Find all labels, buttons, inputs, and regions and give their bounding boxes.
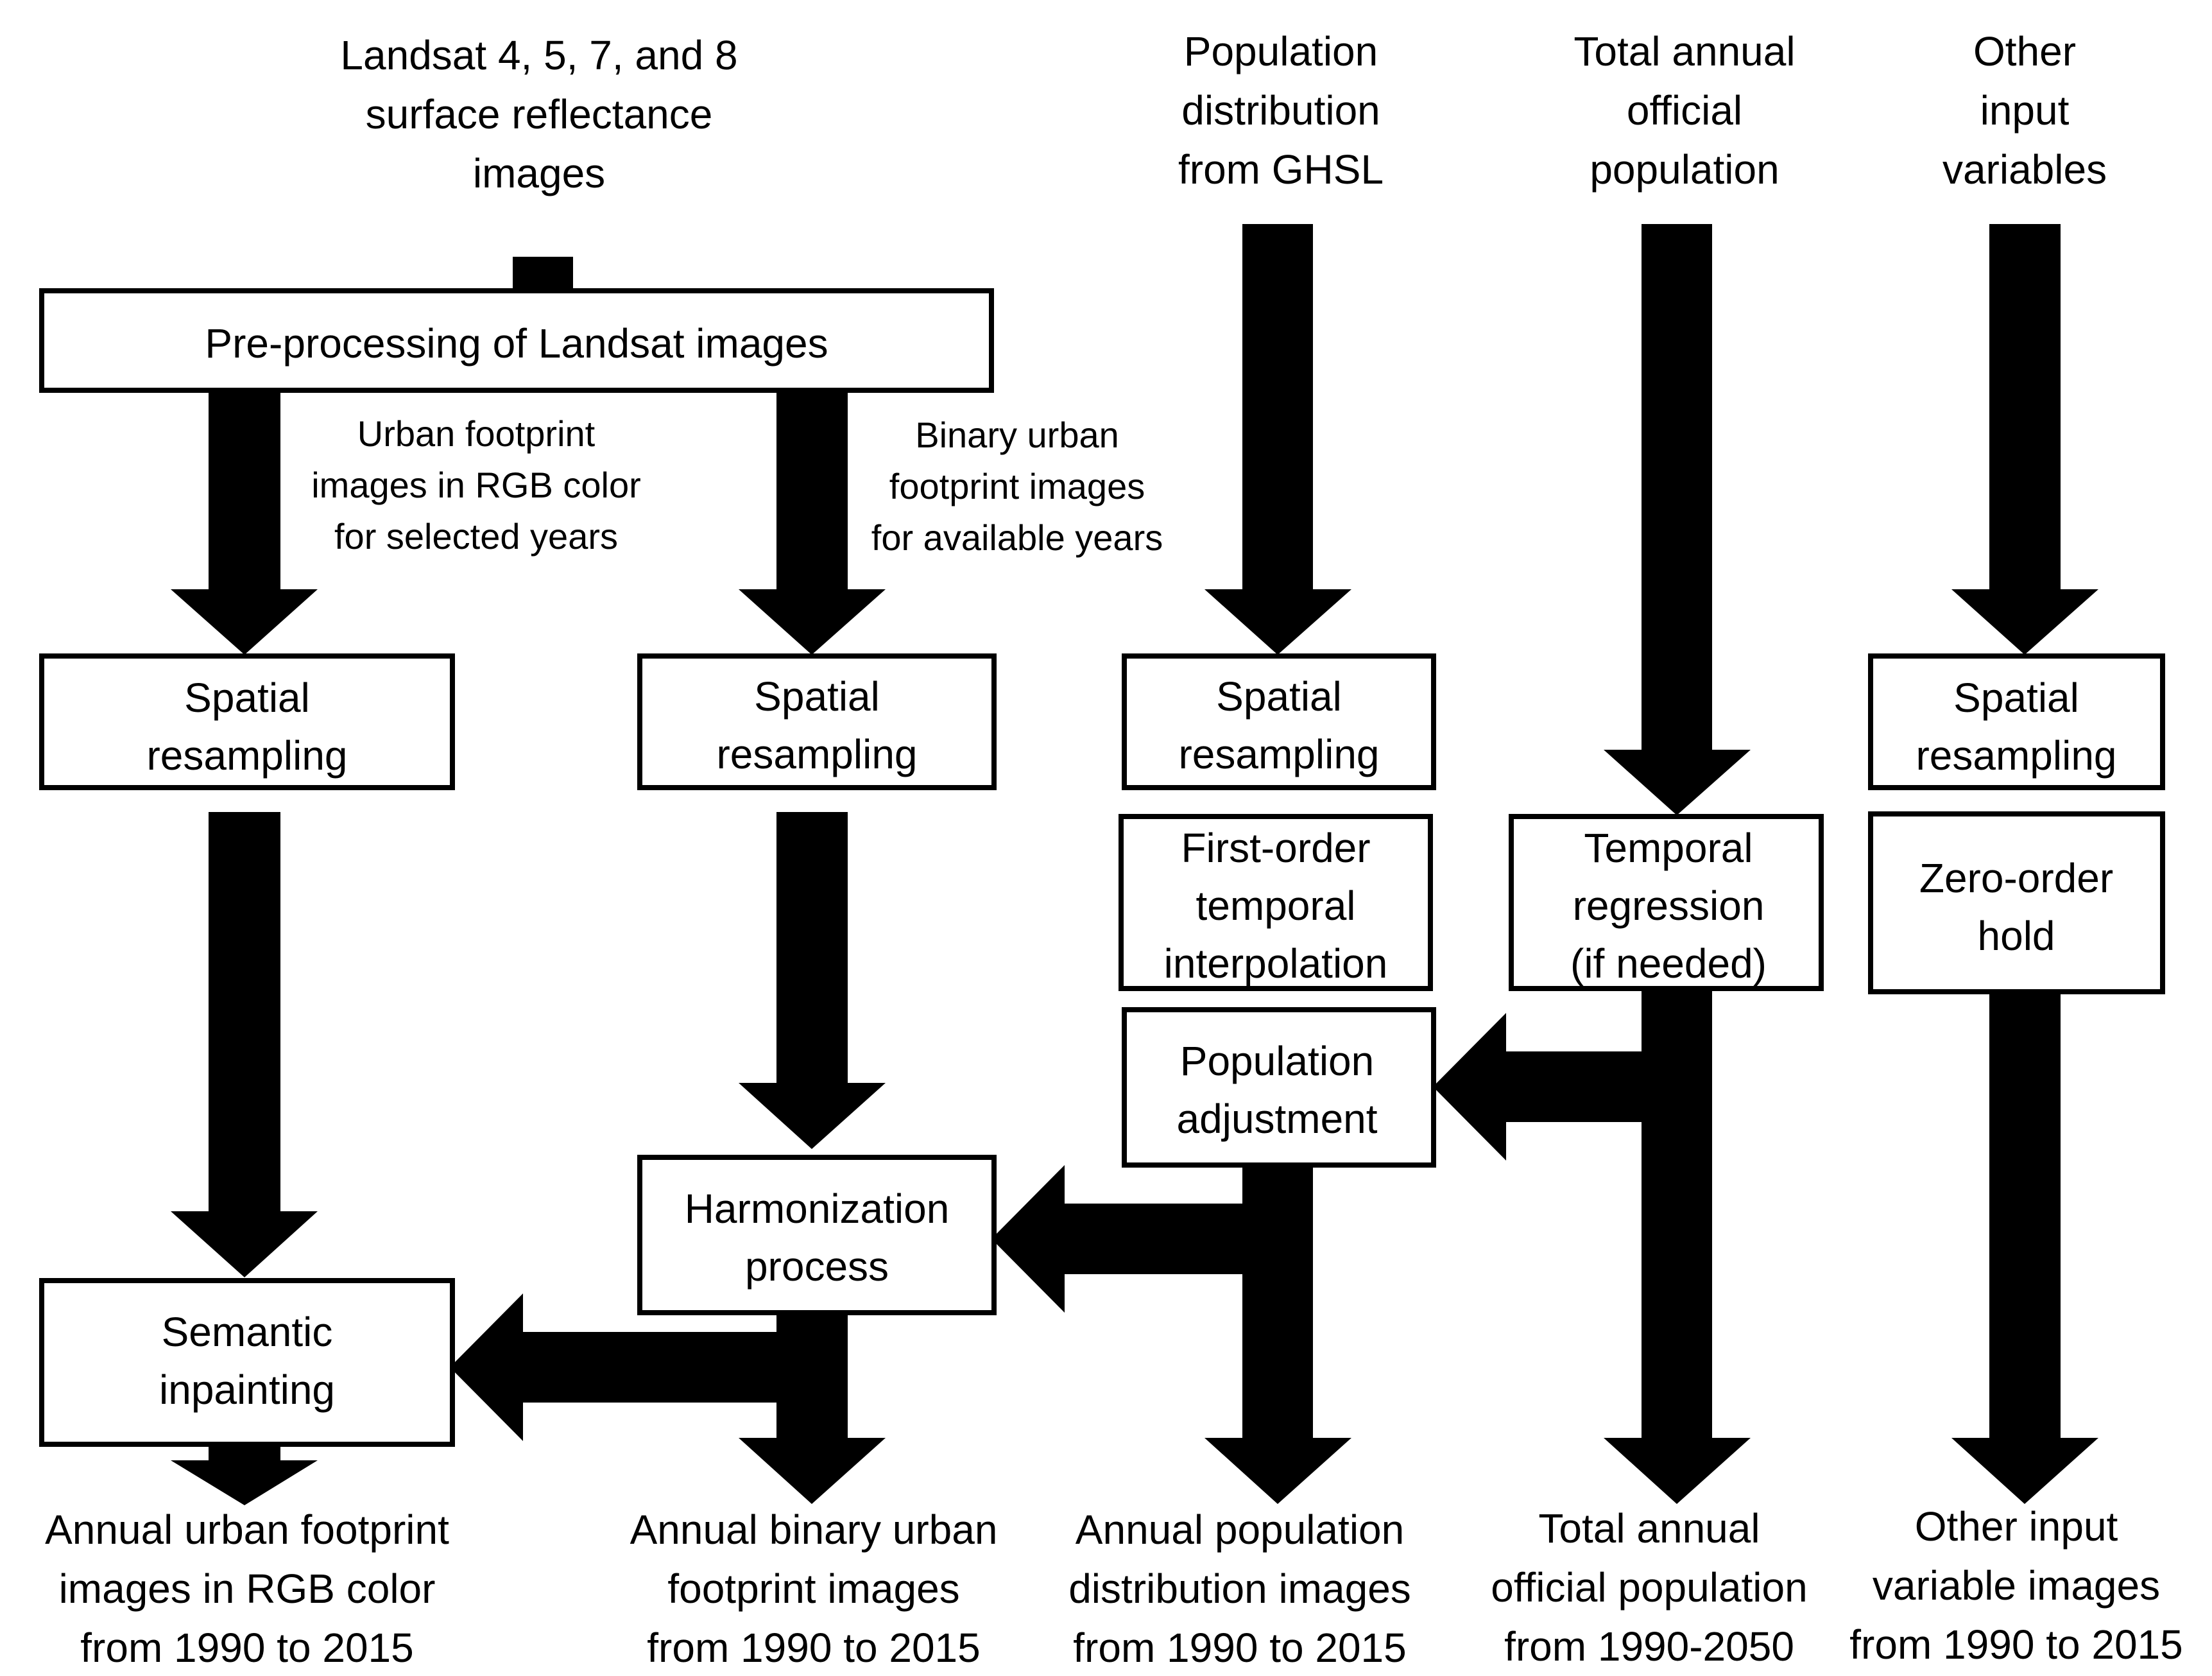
input-landsat: Landsat 4, 5, 7, and 8 surface reflectan…: [340, 32, 737, 196]
boxes: [39, 288, 2165, 1447]
arrow-preprocessing-to-resample-binary: [739, 388, 886, 655]
input-landsat-line-1: Landsat 4, 5, 7, and 8: [340, 32, 737, 78]
preprocessing-label: Pre-processing of Landsat images: [205, 320, 828, 367]
first-order-line-3: interpolation: [1164, 940, 1388, 987]
output-rgb-line-3: from 1990 to 2015: [80, 1625, 413, 1671]
input-other-variables: Other input variables: [1942, 28, 2107, 193]
arrow-temporal-regression-to-pop-adjustment: [1433, 1013, 1642, 1161]
semantic-line-2: inpainting: [159, 1367, 335, 1413]
label-rgb-line-2: images in RGB color: [311, 465, 641, 505]
arrow-other-to-resample-other: [1951, 224, 2098, 655]
arrow-resample-rgb-to-semantic: [171, 812, 318, 1277]
temporal-regression-line-1: Temporal: [1584, 825, 1753, 871]
arrow-zero-order-to-output-other: [1951, 992, 2098, 1504]
output-other-line-2: variable images: [1873, 1562, 2160, 1609]
input-official-line-1: Total annual: [1573, 28, 1795, 74]
arrow-official-to-temporal-regression: [1604, 224, 1751, 815]
harmonization-line-2: process: [745, 1243, 889, 1290]
first-order-line-2: temporal: [1196, 883, 1356, 929]
first-order-line-1: First-order: [1181, 825, 1370, 871]
arrows: [171, 224, 2098, 1505]
temporal-regression-box: [1509, 814, 1824, 991]
input-landsat-line-3: images: [473, 150, 605, 196]
output-binary-line-3: from 1990 to 2015: [647, 1625, 980, 1671]
output-binary: Annual binary urban footprint images fro…: [630, 1507, 998, 1671]
temporal-regression-line-2: regression: [1573, 883, 1765, 929]
temporal-regression-line-3: (if needed): [1570, 940, 1767, 987]
arrow-harmonization-to-semantic: [450, 1293, 848, 1441]
output-official-line-2: official population: [1491, 1564, 1807, 1611]
harmonization-box: [637, 1155, 997, 1315]
resample-binary-line-2: resampling: [716, 731, 917, 777]
input-ghsl-line-3: from GHSL: [1178, 146, 1384, 193]
arrow-pop-adjustment-to-harmonization: [991, 1165, 1277, 1313]
output-official-line-3: from 1990-2050: [1504, 1623, 1794, 1670]
output-other: Other input variable images from 1990 to…: [1849, 1503, 2182, 1668]
resample-rgb-line-2: resampling: [146, 732, 347, 779]
output-other-line-3: from 1990 to 2015: [1849, 1621, 2182, 1668]
output-pop-line-2: distribution images: [1068, 1566, 1411, 1612]
resample-other-line-2: resampling: [1916, 732, 2116, 779]
pop-adjustment-line-2: adjustment: [1176, 1096, 1377, 1142]
output-binary-line-2: footprint images: [667, 1566, 959, 1612]
input-official-line-3: population: [1590, 146, 1779, 193]
resample-pop-box: [1122, 653, 1436, 790]
resample-pop-line-1: Spatial: [1216, 673, 1342, 720]
arrow-harmonization-to-output-binary: [739, 1313, 886, 1504]
input-ghsl-line-1: Population: [1184, 28, 1378, 74]
input-ghsl-line-2: distribution: [1181, 87, 1380, 134]
input-official-population: Total annual official population: [1573, 28, 1795, 193]
pop-adjustment-line-1: Population: [1180, 1038, 1374, 1084]
output-population: Annual population distribution images fr…: [1068, 1507, 1411, 1671]
label-binary-line-3: for available years: [871, 517, 1163, 558]
arrow-ghsl-to-resample-pop: [1205, 224, 1351, 655]
arrow-preprocessing-to-resample-rgb: [171, 388, 318, 655]
output-binary-line-1: Annual binary urban: [630, 1507, 998, 1553]
label-rgb-images: Urban footprint images in RGB color for …: [311, 413, 641, 557]
arrow-pop-adjustment-to-output-pop: [1205, 1165, 1351, 1504]
first-order-box: [1119, 814, 1433, 991]
output-official-line-1: Total annual: [1538, 1505, 1760, 1551]
resample-rgb-box: [39, 653, 455, 790]
input-other-line-3: variables: [1942, 146, 2107, 193]
zero-order-line-2: hold: [1978, 913, 2055, 959]
semantic-box: [39, 1278, 455, 1447]
pop-adjustment-box: [1122, 1007, 1436, 1168]
arrow-resample-binary-to-harmonization: [739, 812, 886, 1149]
zero-order-line-1: Zero-order: [1919, 855, 2113, 901]
resample-binary-box: [637, 653, 997, 790]
output-rgb-line-1: Annual urban footprint: [45, 1507, 449, 1553]
semantic-line-1: Semantic: [162, 1309, 333, 1355]
input-other-line-2: input: [1980, 87, 2070, 134]
output-rgb-line-2: images in RGB color: [59, 1566, 436, 1612]
label-binary-line-1: Binary urban: [915, 415, 1119, 455]
resample-rgb-line-1: Spatial: [184, 675, 310, 721]
resample-pop-line-2: resampling: [1178, 731, 1379, 777]
output-pop-line-3: from 1990 to 2015: [1073, 1625, 1406, 1671]
resample-binary-line-1: Spatial: [754, 673, 880, 720]
output-rgb: Annual urban footprint images in RGB col…: [45, 1507, 449, 1671]
label-binary-line-2: footprint images: [889, 466, 1145, 506]
arrow-temporal-regression-to-output-official: [1604, 989, 1751, 1504]
output-pop-line-1: Annual population: [1076, 1507, 1404, 1553]
arrow-semantic-to-output-rgb: [171, 1444, 318, 1505]
input-official-line-2: official: [1627, 87, 1742, 134]
preprocessing-box: [39, 288, 994, 393]
input-ghsl: Population distribution from GHSL: [1178, 28, 1384, 193]
output-official: Total annual official population from 19…: [1491, 1505, 1807, 1670]
resample-other-box: [1868, 653, 2165, 790]
input-landsat-line-2: surface reflectance: [366, 91, 713, 137]
label-rgb-line-3: for selected years: [334, 516, 618, 557]
label-rgb-line-1: Urban footprint: [357, 413, 596, 454]
label-binary-images: Binary urban footprint images for availa…: [871, 415, 1163, 558]
resample-other-line-1: Spatial: [1953, 675, 2079, 721]
zero-order-box: [1868, 811, 2165, 994]
harmonization-line-1: Harmonization: [685, 1186, 950, 1232]
input-other-line-1: Other: [1973, 28, 2076, 74]
output-other-line-1: Other input: [1915, 1503, 2118, 1550]
